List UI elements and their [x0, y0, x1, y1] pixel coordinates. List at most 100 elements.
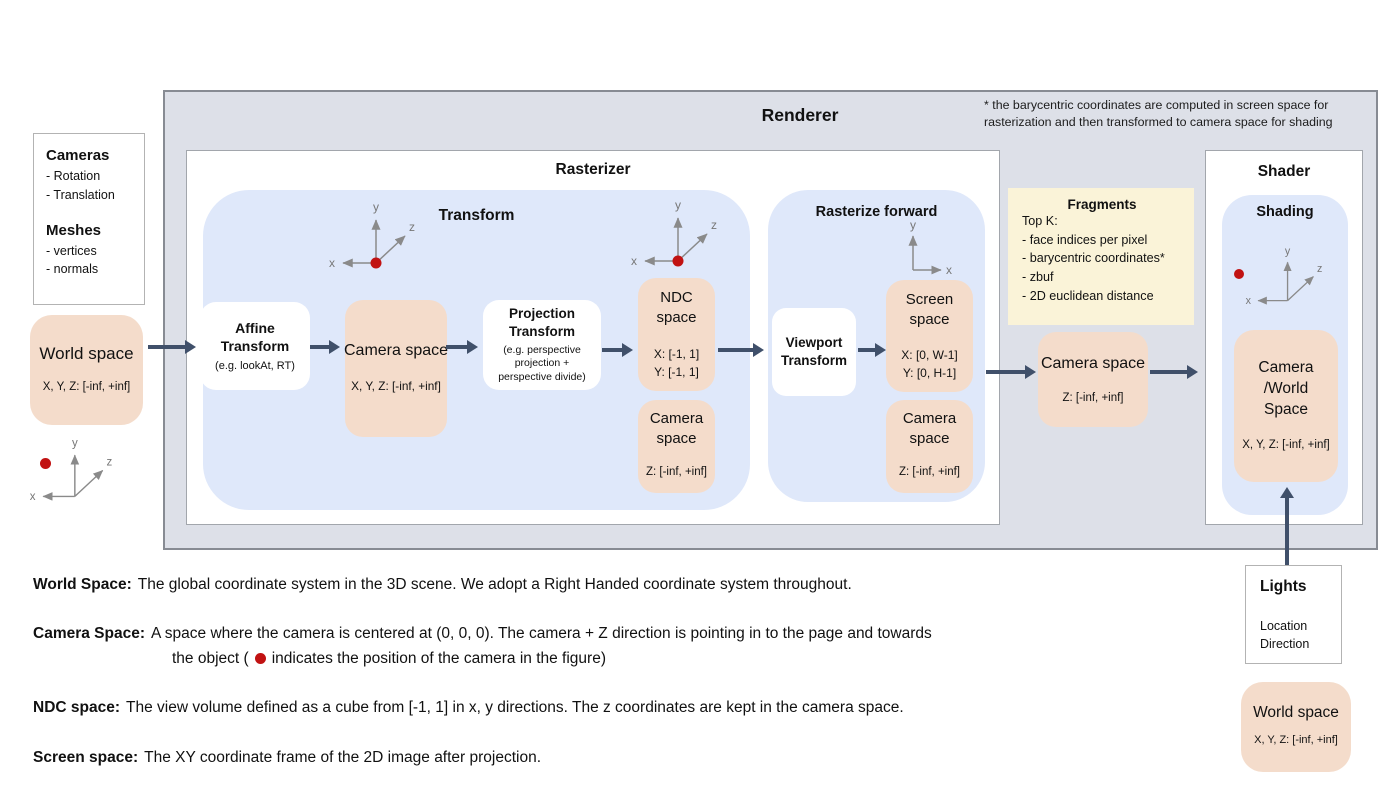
camera-space-z-box: Camera space Z: [-inf, +inf] — [638, 400, 715, 493]
meshes-item: - normals — [46, 262, 99, 277]
cameras-item: - Translation — [46, 187, 115, 202]
projection-transform-box: Projection Transform (e.g. perspective p… — [483, 300, 601, 390]
camera-space-z-title-2: space — [656, 430, 697, 448]
axis-label-z: z — [711, 218, 717, 232]
definition-text: The global coordinate system in the 3D s… — [137, 576, 852, 593]
rasterize-forward-title: Rasterize forward — [815, 204, 938, 220]
affine-transform-title: Affine Transform — [220, 320, 290, 355]
ndc-range-y: Y: [-1, 1] — [654, 365, 699, 380]
fragments-title: Fragments — [1067, 197, 1137, 212]
ndc-space-box: NDC space X: [-1, 1] Y: [-1, 1] — [638, 278, 715, 391]
definition-ndc-space: NDC space:The view volume defined as a c… — [33, 696, 1143, 721]
affine-transform-subtitle: (e.g. lookAt, RT) — [215, 359, 295, 372]
axis-label-x: x — [30, 491, 36, 503]
fragments-line: - zbuf — [1022, 269, 1054, 284]
camera-world-title-1: Camera — [1258, 359, 1314, 376]
axis-label-x: x — [946, 263, 952, 277]
axis-label-x: x — [329, 256, 335, 270]
flow-arrow — [602, 343, 633, 357]
lights-box: Lights Location Direction — [1245, 565, 1342, 664]
world-axes-icon: y x z — [329, 200, 415, 270]
flow-arrow — [858, 343, 886, 357]
definition-term: World Space: — [33, 576, 132, 593]
camera-space-z2-title-2: space — [909, 430, 950, 448]
axis-label-y: y — [373, 200, 379, 214]
screen-range-y: Y: [0, H-1] — [902, 366, 957, 381]
flow-arrow — [446, 340, 478, 354]
fragments-line: - face indices per pixel — [1022, 232, 1148, 247]
axis-label-y: y — [675, 198, 681, 212]
definition-camera-space: Camera Space: A space where the camera is… — [33, 622, 1143, 672]
scene-inputs-box: Cameras - Rotation - Translation Meshes … — [33, 133, 145, 305]
camera-world-title-2: /World — [1263, 379, 1309, 397]
flow-arrow — [1150, 365, 1198, 379]
meshes-item: - vertices — [46, 243, 97, 258]
flow-arrow — [718, 343, 764, 357]
world-space-range: X, Y, Z: [-inf, +inf] — [42, 381, 131, 393]
viewport-transform-title-1: Viewport — [785, 335, 843, 351]
ndc-space-title-1: NDC — [660, 289, 693, 306]
screen-space-box: Screen space X: [0, W-1] Y: [0, H-1] — [886, 280, 973, 392]
camera-space-box: Camera space X, Y, Z: [-inf, +inf] — [343, 300, 449, 437]
screen-range-x: X: [0, W-1] — [901, 347, 958, 362]
camera-position-dot — [672, 255, 684, 267]
world-space-title: World space — [39, 344, 134, 363]
camera-position-dot — [370, 257, 382, 269]
flow-arrow — [148, 340, 196, 354]
barycentric-footnote: * the barycentric coordinates are comput… — [984, 98, 1333, 130]
camera-space-title: Camera space — [343, 342, 449, 359]
screen-space-title-2: space — [909, 311, 950, 329]
definition-text: the object ( — [172, 649, 249, 667]
renderer-title: Renderer — [761, 105, 839, 125]
world-space-box: World space X, Y, Z: [-inf, +inf] — [30, 315, 143, 425]
world-axes-bottom-icon: y x z — [30, 438, 113, 504]
viewport-transform-box: Viewport Transform — [772, 308, 856, 396]
camera-space-mid-box: Camera space Z: [-inf, +inf] — [1038, 332, 1148, 427]
rasterizer-title: Rasterizer — [555, 161, 631, 178]
camera-world-space-box: Camera /World Space X, Y, Z: [-inf, +inf… — [1234, 330, 1338, 482]
camera-position-dot — [254, 652, 266, 664]
definition-screen-space: Screen space:The XY coordinate frame of … — [33, 746, 1143, 771]
definition-line: Camera Space: A space where the camera is… — [33, 622, 1143, 647]
ndc-range-x: X: [-1, 1] — [653, 346, 700, 361]
axis-label-y: y — [910, 220, 916, 232]
lights-item: Location — [1260, 619, 1308, 633]
lights-item: Direction — [1260, 636, 1310, 651]
definition-line: the object ( indicates the position of th… — [33, 647, 1143, 672]
definition-text: indicates the position of the camera in … — [271, 649, 606, 667]
axis-label-y: y — [72, 438, 78, 450]
projection-transform-title: Projection Transform — [508, 306, 576, 340]
camera-position-dot — [40, 458, 51, 469]
axis-label-x: x — [1246, 295, 1252, 307]
lights-world-space-title: World space — [1253, 704, 1339, 721]
definition-world-space: World Space: The global coordinate system… — [33, 573, 1143, 598]
flow-arrow — [310, 340, 340, 354]
fragments-line: - barycentric coordinates* — [1022, 251, 1165, 266]
projection-transform-subtitle: (e.g. perspective projection + perspecti… — [498, 343, 586, 383]
camera-space-mid-range: Z: [-inf, +inf] — [1062, 392, 1124, 404]
lights-world-space-range: X, Y, Z: [-inf, +inf] — [1254, 734, 1338, 746]
flow-arrow-lights-up — [1280, 487, 1294, 565]
camera-space-z2-title-1: Camera — [902, 410, 957, 427]
camera-world-range: X, Y, Z: [-inf, +inf] — [1242, 438, 1330, 451]
screen-axes-icon: y x — [908, 220, 952, 277]
screen-space-title-1: Screen — [905, 291, 954, 308]
meshes-title: Meshes — [46, 221, 102, 239]
transform-title: Transform — [438, 207, 515, 224]
camera-world-title-3: Space — [1264, 400, 1308, 418]
camera-space-z-title-1: Camera — [649, 410, 704, 427]
definition-text: The XY coordinate frame of the 2D image … — [144, 749, 542, 766]
affine-transform-box: Affine Transform (e.g. lookAt, RT) — [200, 302, 310, 390]
shading-title: Shading — [1256, 204, 1314, 220]
axis-label-z: z — [1317, 263, 1322, 275]
definition-text: A space where the camera is centered at … — [151, 625, 932, 642]
axis-label-y: y — [1285, 245, 1291, 257]
definition-term: Camera Space: — [33, 625, 146, 642]
fragments-line: - 2D euclidean distance — [1022, 288, 1154, 303]
viewport-transform-title-2: Transform — [780, 353, 848, 368]
fragments-line: Top K: — [1022, 214, 1058, 228]
camera-space-z-box-2: Camera space Z: [-inf, +inf] — [886, 400, 973, 493]
shading-axes-icon: y x z — [1246, 245, 1323, 307]
lights-title: Lights — [1260, 578, 1307, 595]
cameras-item: - Rotation — [46, 169, 101, 183]
